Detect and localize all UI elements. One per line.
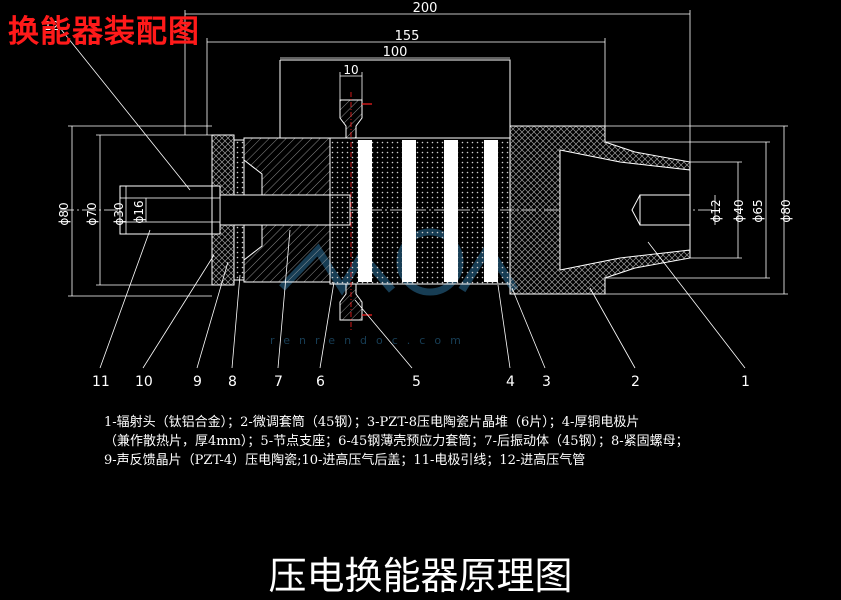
part-4: 4 [506,374,515,390]
node-support [339,92,372,330]
watermark-text: renrendoc.com [270,334,470,347]
part-6: 6 [316,374,325,390]
outer-outline [211,59,511,285]
assembly-title: 换能器装配图 [8,14,200,50]
legend-line-1: 1-辐射头（钛铝合金）；2-微调套筒（45钢）；3-PZT-8压电陶瓷片晶堆（6… [104,415,640,430]
dim-phi80-right: ϕ80 [779,199,793,222]
figure-caption: 压电换能器原理图 [268,554,573,598]
dim-phi80-left: ϕ80 [57,202,71,225]
radiating-head [509,125,691,295]
legend-line-3: 9-声反馈晶片（PZT-4）压电陶瓷;10-进高压气后盖；11-电极引线；12-… [104,453,586,468]
top-dimensions [184,10,691,162]
dim-100: 100 [383,45,408,60]
ceramic-stack [329,137,511,285]
dim-200: 200 [413,1,438,16]
part-2: 2 [631,374,640,390]
dim-12: 12 [44,19,59,33]
dim-phi30: ϕ30 [112,202,126,225]
part-number-labels: 11 10 9 8 7 6 5 4 3 2 1 [92,374,750,390]
inlet-tube [119,185,221,235]
part-1: 1 [741,374,750,390]
dim-155: 155 [395,29,420,44]
part-9: 9 [193,374,202,390]
leader-lines [59,27,746,369]
dim-10: 10 [343,63,358,77]
left-dimensions [68,125,212,297]
part-7: 7 [274,374,283,390]
rear-mass [219,137,351,283]
parts-legend: 1-辐射头（钛铝合金）；2-微调套筒（45钢）；3-PZT-8压电陶瓷片晶堆（6… [104,413,804,470]
part-10: 10 [135,374,153,390]
part-5: 5 [412,374,421,390]
part-8: 8 [228,374,237,390]
dim-phi65: ϕ65 [751,199,765,222]
dim-phi12: ϕ12 [709,199,723,222]
right-dimensions [605,125,788,295]
part-3: 3 [542,374,551,390]
legend-line-2: （兼作散热片，厚4mm）；5-节点支座；6-45钢薄壳预应力套筒；7-后振动体（… [104,434,689,449]
dim-phi16: ϕ16 [132,200,146,223]
dim-phi40: ϕ40 [732,199,746,222]
part-11: 11 [92,374,110,390]
dim-phi70: ϕ70 [85,202,99,225]
